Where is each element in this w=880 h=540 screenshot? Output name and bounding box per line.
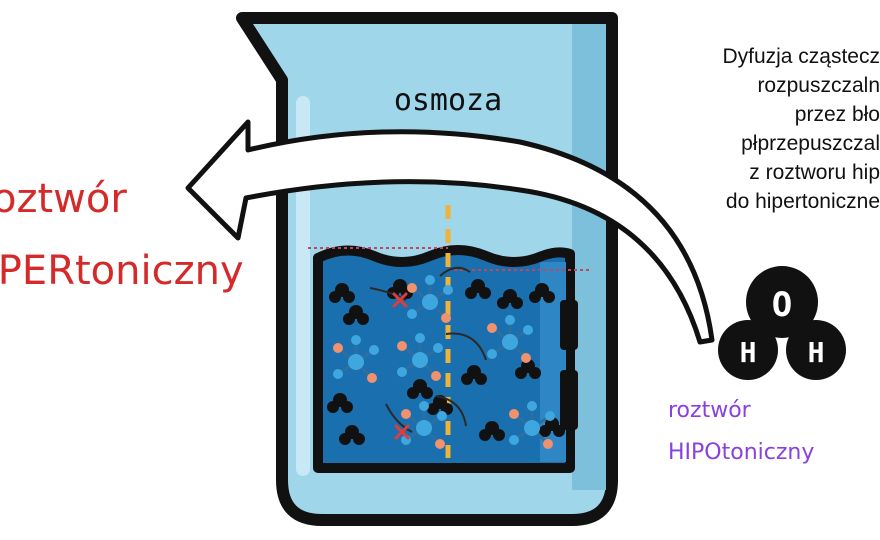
movement-arrow bbox=[439, 266, 471, 277]
flow-arrow bbox=[185, 119, 715, 345]
description-line: z roztworu hip bbox=[749, 161, 880, 184]
description-line: do hipertoniczne bbox=[725, 190, 880, 213]
water-molecule-large: O H H bbox=[718, 266, 846, 380]
hypertonic-label-line1: oztwór bbox=[0, 176, 127, 222]
movement-arrow bbox=[369, 287, 407, 301]
water-molecule-small bbox=[479, 421, 505, 441]
oxygen-symbol: O bbox=[772, 285, 792, 325]
solute-molecules bbox=[333, 275, 555, 449]
description-line: Dyfuzja cząstecz bbox=[722, 45, 880, 68]
description-line: płprzepuszczal bbox=[741, 132, 880, 155]
water-molecule-small bbox=[461, 365, 487, 385]
movement-arrow bbox=[435, 395, 467, 427]
solute-molecule bbox=[401, 401, 447, 449]
hydrogen-symbol-left: H bbox=[740, 336, 757, 369]
movement-arrow bbox=[445, 332, 487, 361]
beaker-notch-2 bbox=[560, 370, 578, 430]
water-molecule-small bbox=[465, 279, 491, 299]
water-molecule-small bbox=[407, 379, 433, 399]
water-molecules bbox=[327, 279, 565, 445]
hypertonic-label-line2: IPERtoniczny bbox=[0, 248, 244, 294]
movement-arrows bbox=[369, 266, 487, 433]
solute-molecule bbox=[407, 275, 453, 323]
water-molecule-small bbox=[327, 393, 353, 413]
blocked-marks bbox=[392, 292, 410, 440]
movement-arrow bbox=[385, 403, 413, 433]
description-line: rozpuszczaln bbox=[757, 74, 880, 97]
blocked-cross-icon bbox=[394, 424, 410, 440]
hydrogen-symbol-right: H bbox=[808, 336, 825, 369]
description-line: przez bło bbox=[794, 103, 880, 126]
hypotonic-label-line2: HIPOtoniczny bbox=[668, 440, 815, 465]
solute-molecule bbox=[333, 335, 379, 383]
blocked-cross-icon bbox=[392, 292, 408, 308]
water-molecule-small bbox=[339, 425, 365, 445]
water-molecule-small bbox=[497, 289, 523, 309]
solute-molecule bbox=[397, 333, 443, 381]
hypotonic-label-line1: roztwór bbox=[668, 398, 751, 423]
water-molecule-small bbox=[329, 283, 355, 303]
water-molecule-small bbox=[515, 359, 541, 379]
beaker-notch-1 bbox=[560, 300, 578, 350]
solute-molecule bbox=[509, 401, 555, 449]
water-molecule-small bbox=[343, 305, 369, 325]
description-text: Dyfuzja cząstecz rozpuszczaln przez bło … bbox=[722, 42, 880, 216]
solute-molecule bbox=[487, 315, 533, 363]
beaker-title: osmoza bbox=[394, 83, 502, 118]
water-molecule-small bbox=[529, 283, 555, 303]
